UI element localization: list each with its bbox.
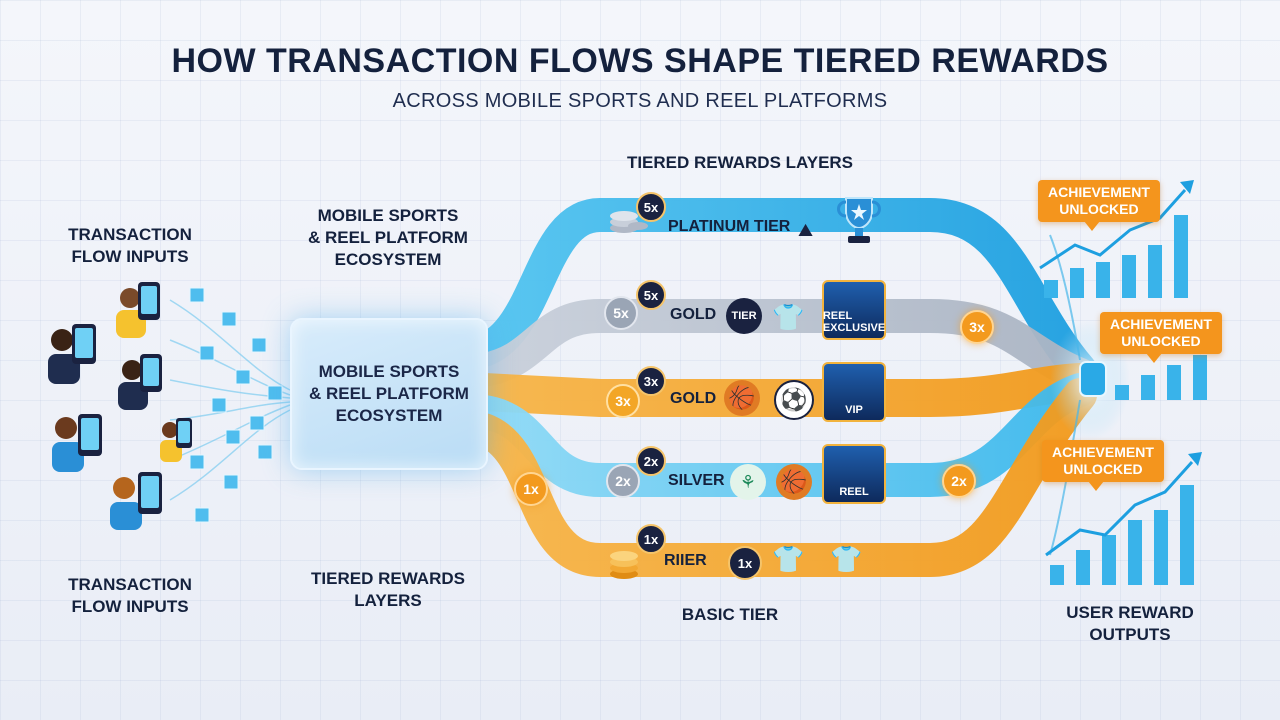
basic-tier-name: RIIER: [664, 552, 707, 569]
platinum-multiplier: 5x: [636, 192, 666, 222]
output-chart-top: [1039, 180, 1194, 298]
gold-coin-5x: 5x: [604, 296, 638, 330]
inputs-label-top-line1: TRANSACTION: [68, 225, 192, 244]
hub-label-line2: & REEL PLATFORM: [309, 384, 469, 403]
ecosystem-label-line1: MOBILE SPORTS: [317, 206, 459, 225]
output-chart-middle: [1115, 355, 1207, 400]
flow-badge-3x: 3x: [960, 310, 994, 344]
achievement-bottom-line2: UNLOCKED: [1063, 461, 1143, 477]
achievement-top-line2: UNLOCKED: [1059, 201, 1139, 217]
achievement-badge-bottom: ACHIEVEMENT UNLOCKED: [1042, 440, 1164, 491]
reel-card: REEL: [822, 444, 886, 504]
vip-card: VIP: [822, 362, 886, 422]
inputs-label-top-line2: FLOW INPUTS: [71, 247, 189, 266]
achievement-middle-line1: ACHIEVEMENT: [1110, 316, 1212, 332]
silver-coin-2x: 2x: [606, 464, 640, 498]
ecosystem-hub: MOBILE SPORTS & REEL PLATFORM ECOSYSTEM: [290, 318, 488, 470]
jersey-icon: 👕: [772, 302, 805, 332]
gold-multiplier-3x: 3x: [636, 366, 666, 396]
coin-stack-icon: [608, 200, 648, 234]
sneaker-icon: ⛰: [798, 220, 814, 240]
basic-multiplier: 1x: [636, 524, 666, 554]
ecosystem-label-line3: ECOSYSTEM: [334, 250, 442, 269]
achievement-top-line1: ACHIEVEMENT: [1048, 184, 1150, 200]
flow-badge-1x: 1x: [514, 472, 548, 506]
page-title: HOW TRANSACTION FLOWS SHAPE TIERED REWAR…: [171, 42, 1109, 80]
soccer-ball-icon: ⚽: [774, 380, 814, 420]
inputs-label-top: TRANSACTION FLOW INPUTS: [50, 224, 210, 268]
flow-badge-2x: 2x: [942, 464, 976, 498]
gold-coin-3x: 3x: [606, 384, 640, 418]
achievement-badge-top: ACHIEVEMENT UNLOCKED: [1038, 180, 1160, 231]
outputs-label-line1: USER REWARD: [1066, 603, 1194, 622]
hub-label-line1: MOBILE SPORTS: [318, 362, 460, 381]
inputs-label-bottom: TRANSACTION FLOW INPUTS: [50, 574, 210, 618]
gold-multiplier-5x: 5x: [636, 280, 666, 310]
silver-multiplier: 2x: [636, 446, 666, 476]
jersey-icon-2: 👕: [772, 544, 805, 574]
basic-badge: 1x: [728, 546, 762, 580]
ecosystem-label-line2: & REEL PLATFORM: [308, 228, 468, 247]
jersey-icon-3: 👕: [830, 544, 863, 574]
outputs-label: USER REWARD OUTPUTS: [1040, 602, 1220, 646]
users-with-phones: [48, 282, 192, 530]
achievement-badge-middle: ACHIEVEMENT UNLOCKED: [1100, 312, 1222, 363]
silver-tier-label: SILVER: [668, 472, 725, 489]
reel-exclusive-card: REEL EXCLUSIVE: [822, 280, 886, 340]
achievement-middle-line2: UNLOCKED: [1121, 333, 1201, 349]
ecosystem-label: MOBILE SPORTS & REEL PLATFORM ECOSYSTEM: [290, 205, 486, 271]
basic-tier-label: BASIC TIER: [681, 605, 779, 624]
tiers-label-bottom-line1: TIERED REWARDS: [311, 569, 465, 588]
tier-badge: TIER: [726, 298, 762, 334]
achievement-bottom-line1: ACHIEVEMENT: [1052, 444, 1154, 460]
hub-label-line3: ECOSYSTEM: [335, 406, 443, 425]
basketball-icon-2: 🏀: [776, 464, 812, 500]
platinum-tier-label: PLATINUM TIER: [668, 218, 791, 235]
gold-tier-label-2: GOLD: [670, 390, 717, 407]
inputs-label-bottom-line1: TRANSACTION: [68, 575, 192, 594]
trophy-icon: [834, 192, 884, 248]
tiers-label-bottom: TIERED REWARDS LAYERS: [290, 568, 486, 612]
basketball-icon: 🏀: [724, 380, 760, 416]
gold-tier-label-1: GOLD: [670, 306, 717, 323]
transaction-cubes: [189, 287, 283, 523]
team-logo-icon: ⚘: [730, 464, 766, 500]
gold-coin-stack-icon: [606, 540, 646, 580]
tiers-label-bottom-line2: LAYERS: [354, 591, 422, 610]
inputs-label-bottom-line2: FLOW INPUTS: [71, 597, 189, 616]
tiers-heading: TIERED REWARDS LAYERS: [626, 153, 854, 172]
output-chart-bottom: [1045, 452, 1202, 585]
outputs-label-line2: OUTPUTS: [1089, 625, 1171, 644]
page-subtitle: ACROSS MOBILE SPORTS AND REEL PLATFORMS: [392, 90, 888, 112]
